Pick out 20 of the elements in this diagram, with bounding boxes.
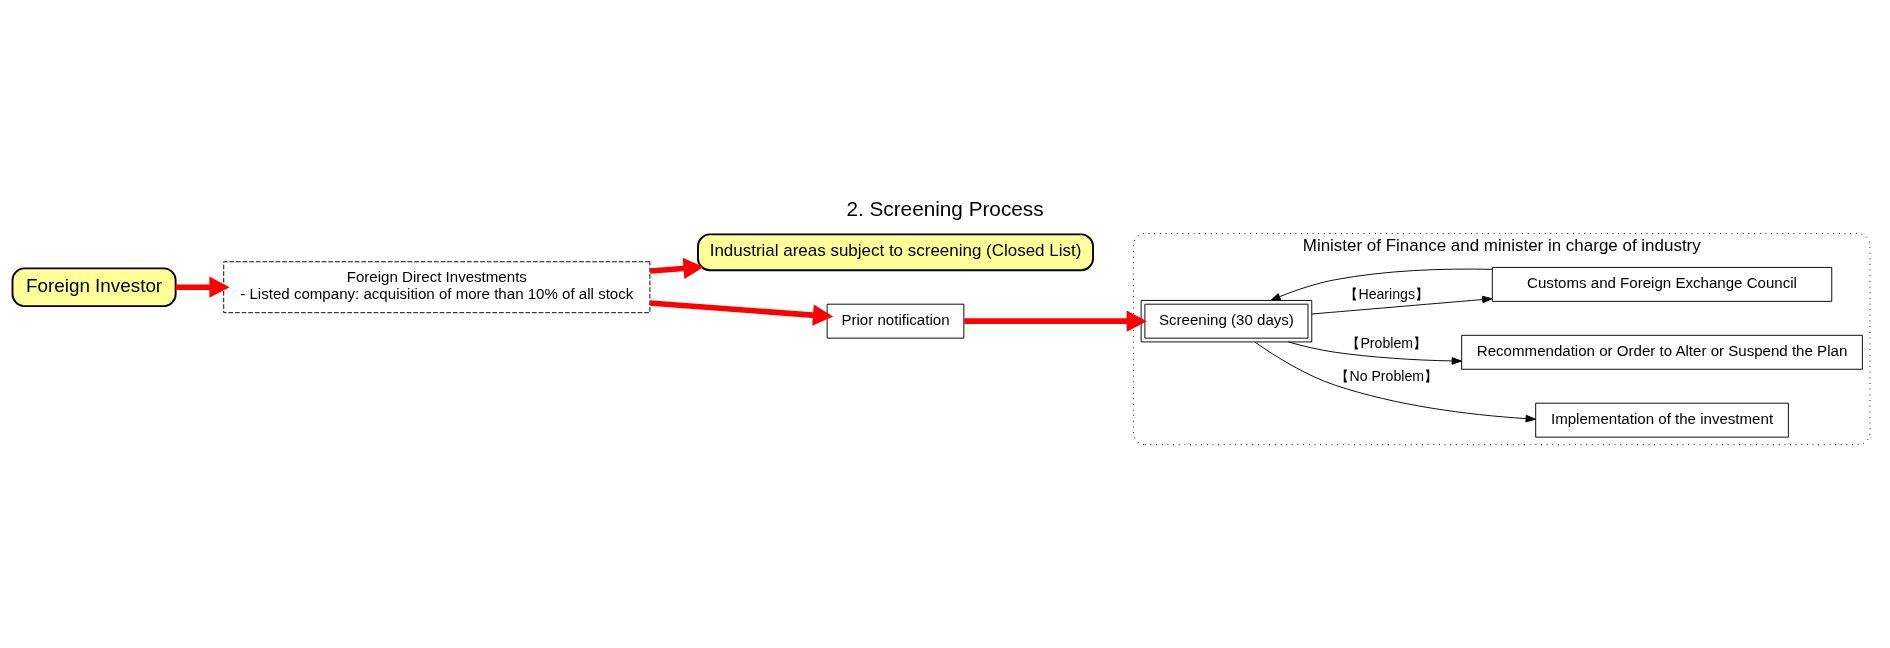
node-box: Implementation of the investment <box>1535 402 1789 438</box>
edge-label: 【Hearings】 <box>1344 286 1429 303</box>
diagram-title: 2. Screening Process <box>846 197 1044 221</box>
edge-label: 【Problem】 <box>1346 334 1428 351</box>
arrow <box>175 276 230 298</box>
node-box: Foreign Investor <box>11 267 177 308</box>
node-box: Recommendation or Order to Alter or Suspend the Plan <box>1461 334 1863 370</box>
arrow <box>1311 295 1493 315</box>
arrow <box>649 300 834 326</box>
arrow <box>1254 341 1536 423</box>
arrow <box>649 257 704 280</box>
edge-label: 【No Problem】 <box>1335 367 1439 384</box>
arrow <box>1287 341 1462 365</box>
node-box: Prior notification <box>826 303 965 339</box>
node-box: Foreign Direct Investments - Listed company: acquisition of more than 10% of all stock <box>223 261 651 314</box>
arrow <box>1270 268 1493 301</box>
node-box: Customs and Foreign Exchange Council <box>1491 266 1833 302</box>
arrow <box>964 310 1147 332</box>
node-box: Industrial areas subject to screening (Closed List) <box>697 233 1094 272</box>
node-box: Screening (30 days) <box>1140 299 1313 343</box>
